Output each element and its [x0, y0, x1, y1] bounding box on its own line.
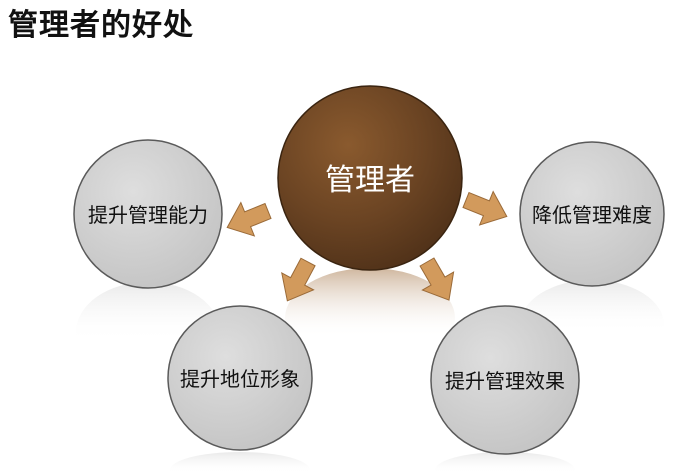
benefit-circle — [73, 139, 223, 289]
page-title: 管理者的好处 — [8, 8, 194, 43]
benefit-circle — [430, 305, 580, 455]
benefit-node: 降低管理难度 — [519, 141, 665, 287]
arrow-bottom-right-icon — [419, 257, 455, 301]
benefit-node: 提升管理效果 — [430, 305, 580, 455]
arrow-left-icon — [226, 201, 272, 237]
benefit-circle — [167, 305, 313, 451]
center-node: 管理者 — [277, 85, 463, 271]
arrow-bottom-left-icon — [281, 257, 316, 302]
benefit-label: 提升管理效果 — [445, 369, 565, 393]
reflection-center — [285, 268, 455, 368]
benefit-label: 降低管理难度 — [532, 203, 652, 227]
benefit-circle — [519, 141, 665, 287]
arrow-right-icon — [462, 190, 508, 226]
benefit-node: 提升管理能力 — [73, 139, 223, 289]
benefit-label: 提升管理能力 — [88, 203, 208, 227]
center-circle — [277, 85, 463, 271]
center-label: 管理者 — [325, 163, 415, 198]
benefit-node: 提升地位形象 — [167, 305, 313, 451]
reflection-bottom-left — [170, 452, 310, 473]
reflection-bottom-right — [435, 452, 575, 473]
arrows — [226, 190, 508, 302]
benefit-label: 提升地位形象 — [180, 367, 300, 391]
